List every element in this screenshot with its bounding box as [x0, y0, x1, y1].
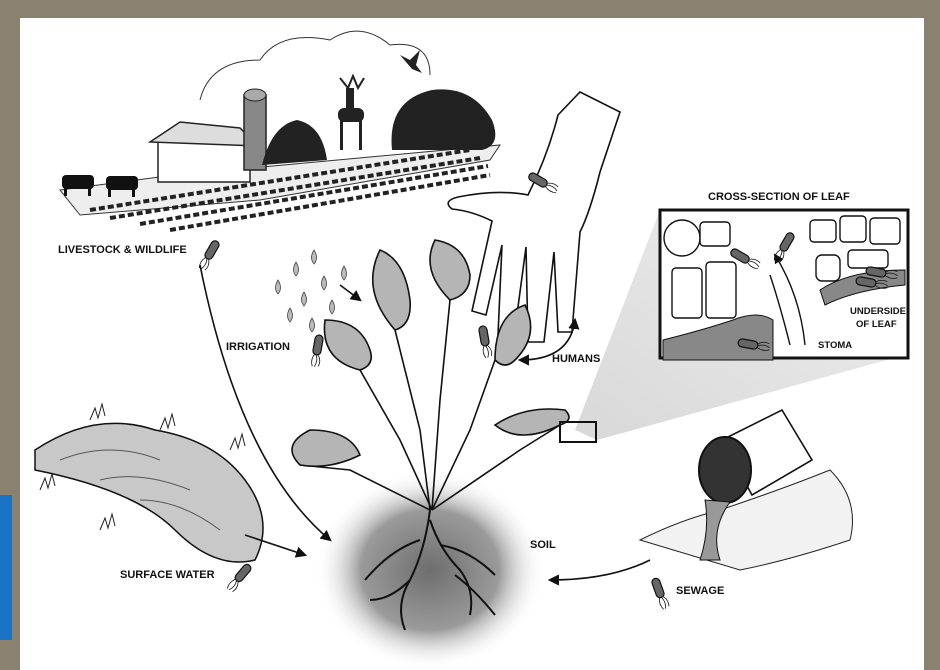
label-sewage: SEWAGE: [676, 585, 724, 597]
label-livestock-wildlife: LIVESTOCK & WILDLIFE: [58, 244, 187, 256]
bacterium-surface-water: [226, 563, 253, 593]
surface-water-stream: [35, 404, 263, 562]
label-humans: HUMANS: [552, 353, 600, 365]
label-underside-2: OF LEAF: [856, 319, 897, 330]
label-underside-1: UNDERSIDE: [850, 306, 906, 317]
sewage-pipe: [640, 410, 853, 570]
label-surface-water: SURFACE WATER: [120, 569, 215, 581]
soil-patch: [315, 470, 545, 670]
label-irrigation: IRRIGATION: [226, 341, 290, 353]
label-cross-section: CROSS-SECTION OF LEAF: [708, 191, 850, 203]
leaf-cross-section-inset: [660, 210, 908, 360]
farm-scene: [60, 31, 500, 230]
label-soil: SOIL: [530, 539, 556, 551]
bacterium-irrigation: [310, 334, 324, 367]
label-stoma: STOMA: [818, 340, 852, 351]
bacterium-sewage: [651, 577, 670, 610]
irrigation-drops: [276, 250, 347, 332]
